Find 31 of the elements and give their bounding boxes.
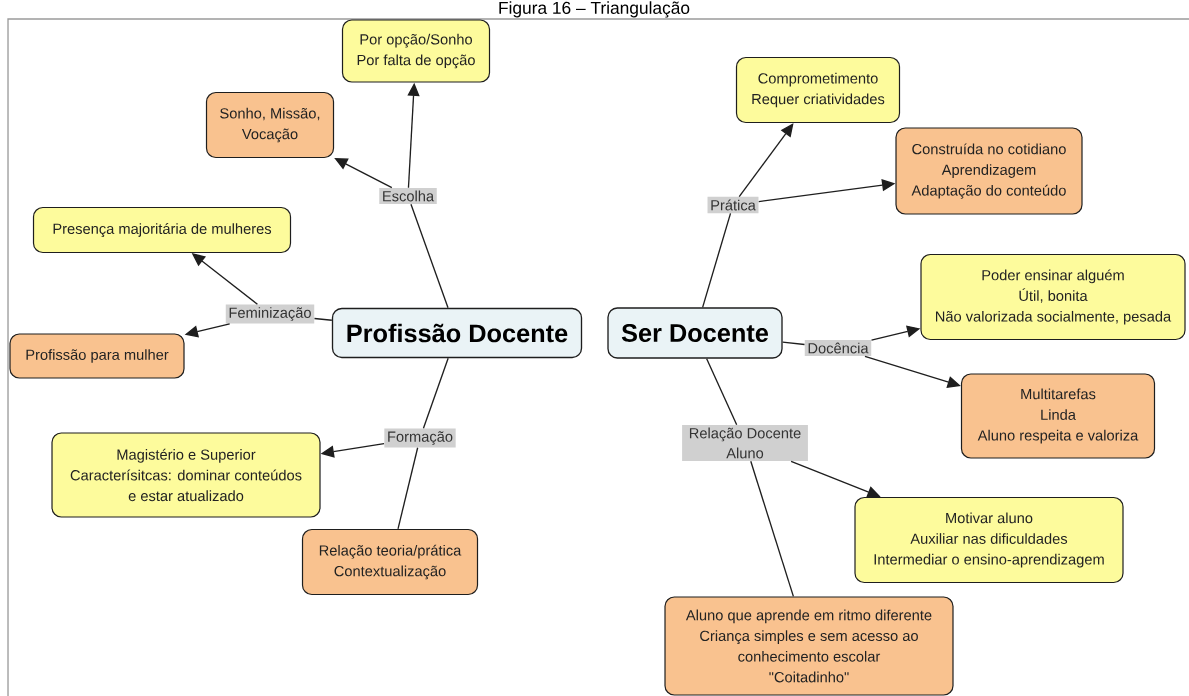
concept-box: Relação teoria/prática Contextualização	[301, 528, 479, 596]
linking-phrase-label: Prática	[707, 196, 759, 214]
concept-box: Sonho, Missão, Vocação	[205, 91, 335, 159]
connector-line	[750, 460, 795, 598]
concept-box: Por opção/Sonho Por falta de opção	[341, 19, 491, 83]
linking-phrase-label: Feminização	[225, 304, 315, 324]
connector-line	[782, 341, 806, 346]
linking-phrase-label: Relação Docente Aluno	[682, 424, 808, 462]
figure-title: Figura 16 – Triangulação	[499, 1, 690, 18]
linking-phrase-label: Docência	[804, 339, 872, 357]
connector-line	[397, 447, 419, 530]
main-concept-box: Profissão Docente	[331, 307, 583, 359]
connector-line	[701, 212, 732, 308]
concept-box: Magistério e Superior Caracterísitcas: dominar conteúdos e estar atualizado	[51, 432, 321, 518]
connector-line	[313, 317, 333, 321]
linking-phrase-label: Formação	[384, 428, 456, 448]
concept-box: Aluno que aprende em ritmo diferente Criança simples e sem acesso ao conhecimento escolar "Coitadinho"	[664, 596, 954, 696]
concept-box: Motivar aluno Auxiliar nas dificuldades Intermediar o ensino-aprendizagem	[854, 496, 1124, 584]
arrow	[738, 123, 794, 198]
arrow	[334, 158, 393, 189]
connector-line	[422, 357, 449, 429]
linking-phrase-label: Escolha	[379, 187, 437, 205]
main-concept-box: Ser Docente	[607, 307, 783, 359]
concept-box: Profissão para mulher	[9, 333, 185, 379]
concept-box: Multitarefas Linda Aluno respeita e valoriza	[960, 373, 1156, 459]
concept-box: Poder ensinar alguém Útil, bonita Não valorizada socialmente, pesada	[920, 253, 1186, 341]
concept-box: Presença majoritária de mulheres	[32, 206, 292, 254]
connector-line	[706, 358, 738, 426]
connector-line	[410, 203, 449, 309]
concept-box: Comprometimento Requer criatividades	[735, 56, 901, 124]
concept-box: Construída no cotidiano Aprendizagem Adaptação do conteúdo	[895, 127, 1083, 215]
